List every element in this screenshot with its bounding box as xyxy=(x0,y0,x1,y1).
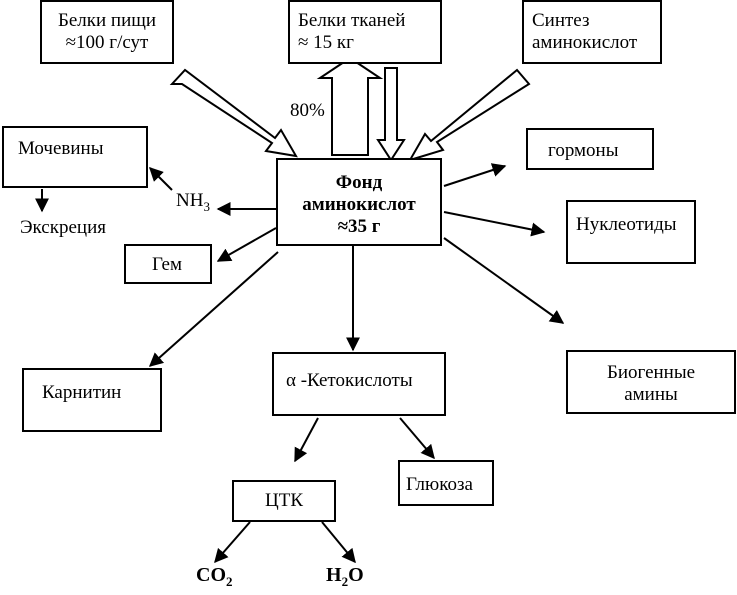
heme-box: Гем xyxy=(124,244,212,284)
keto-acids-label: α -Кетокислоты xyxy=(286,370,413,391)
arrow-synthesis-to-pool xyxy=(407,68,531,162)
synthesis-object: аминокислот xyxy=(532,31,638,53)
nucleotides-label: Нуклеотиды xyxy=(576,214,677,235)
arrow-food-to-pool xyxy=(169,68,298,158)
arrow-pool-to-biogenic-amines xyxy=(443,237,565,324)
arrow-tca-to-co2 xyxy=(214,521,251,564)
pool-amount: ≈35 г xyxy=(337,215,381,237)
nh3-subscript: 3 xyxy=(203,198,210,214)
tissue-proteins-amount: ≈ 15 кг xyxy=(298,31,354,53)
h2o-post: O xyxy=(348,564,364,586)
co2-label: CO2 xyxy=(196,564,233,590)
arrow-pool-to-carnitine xyxy=(148,251,279,367)
heme-label: Гем xyxy=(152,254,182,275)
glucose-box: Глюкоза xyxy=(398,460,494,506)
tca-label: ЦТК xyxy=(265,490,303,511)
co2-base: CO xyxy=(196,564,226,586)
nucleotides-box: Нуклеотиды xyxy=(566,200,696,264)
synthesis-title: Синтез xyxy=(532,10,590,31)
co2-subscript: 2 xyxy=(226,574,233,589)
tissue-proteins-title: Белки тканей xyxy=(298,10,406,31)
h2o-subscript: 2 xyxy=(341,574,349,589)
food-proteins-title: Белки пищи xyxy=(57,10,157,31)
arrow-keto-to-tca xyxy=(294,417,319,463)
h2o-pre: H xyxy=(326,564,342,586)
urea-box: Мочевины xyxy=(2,126,148,188)
hormones-box: гормоны xyxy=(526,128,654,170)
tca-box: ЦТК xyxy=(232,480,336,522)
arrow-pool-to-hormones xyxy=(443,163,507,187)
keto-acids-box: α -Кетокислоты xyxy=(272,352,446,416)
arrow-keto-to-glucose xyxy=(399,417,435,460)
nh3-label: NH3 xyxy=(176,190,210,215)
pool-title: Фонд xyxy=(335,172,383,193)
arrow-tca-to-h2o xyxy=(321,521,356,564)
arrow-nh3-to-urea xyxy=(149,167,173,191)
food-proteins-amount: ≈100 г/сут xyxy=(65,31,149,53)
biogenic-amines-box: Биогенные амины xyxy=(566,350,736,414)
carnitine-box: Карнитин xyxy=(22,368,162,432)
arrow-tissue-to-pool xyxy=(376,67,406,162)
pool-subject: аминокислот xyxy=(302,193,416,215)
urea-label: Мочевины xyxy=(18,138,104,159)
arrow-pool-to-nucleotides xyxy=(443,211,546,237)
amino-acid-pool-box: Фонд аминокислот ≈35 г xyxy=(276,158,442,246)
tissue-proteins-box: Белки тканей ≈ 15 кг xyxy=(288,0,442,64)
glucose-label: Глюкоза xyxy=(406,474,473,495)
nh3-base: NH xyxy=(176,190,204,211)
biogenic-amines-title: Биогенные xyxy=(606,362,696,383)
arrow-pool-to-heme xyxy=(216,227,277,262)
biogenic-amines-subject: амины xyxy=(624,383,678,405)
food-proteins-box: Белки пищи ≈100 г/сут xyxy=(40,0,174,64)
arrow-pool-to-tissue xyxy=(316,56,384,156)
hormones-label: гормоны xyxy=(548,140,619,161)
synthesis-box: Синтез аминокислот xyxy=(522,0,662,64)
percent-label: 80% xyxy=(290,100,325,121)
carnitine-label: Карнитин xyxy=(42,382,122,403)
h2o-label: H2O xyxy=(326,564,364,590)
excretion-label: Экскреция xyxy=(20,217,106,238)
